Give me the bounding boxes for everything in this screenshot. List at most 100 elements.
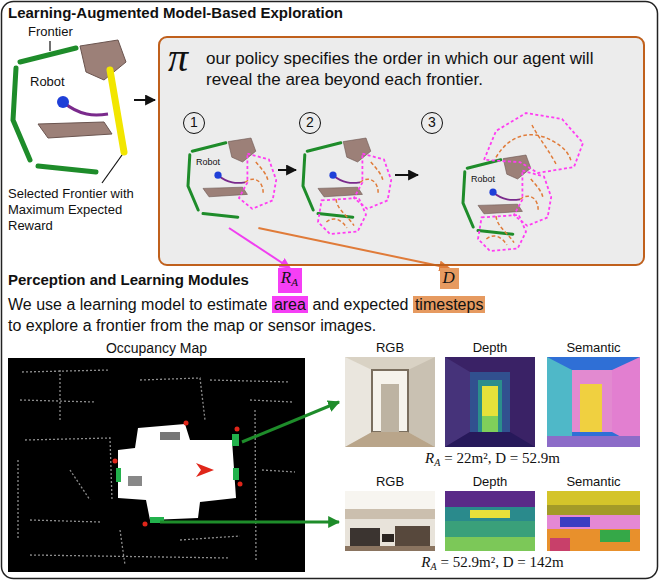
policy-box: πour policy specifies the order in which… [158,36,645,266]
leader-line [102,155,122,183]
frontier-dot [238,482,243,487]
depth-band [445,521,535,537]
robot-label: Robot [471,174,495,184]
area-arrow [229,228,290,268]
depth-band [470,372,510,432]
depth-band [445,507,535,521]
variable-symbol: R [421,554,430,571]
sofa [350,528,380,546]
step-number: 2 [299,112,321,134]
body-text: to explore a frontier from the map or se… [8,315,653,336]
image-ground [345,357,435,447]
panel-title: Occupancy Map [8,340,305,356]
frontier-dot [184,421,189,426]
step-panel: 3 [418,112,640,262]
revealed-region [484,113,583,173]
revealed-region [478,215,526,251]
image-title: Semantic [547,340,640,355]
sofa [395,526,430,548]
semantic-region [547,515,640,529]
robot-marker [196,463,214,477]
semantic-region [572,370,612,432]
wall [345,509,435,519]
wall [345,357,372,447]
selected-frontier [110,70,124,152]
depth-band [482,416,498,432]
estimate-value: = 52.9m², D = 142m [441,554,564,571]
semantic-image [547,491,640,551]
step-panel: 1 [180,112,278,228]
semantic-region [547,491,640,505]
semantic-region [547,436,640,447]
image-ground [547,357,640,447]
depth-band [478,380,502,432]
estimate-caption: RA = 52.9m², D = 142m [345,554,640,571]
semantic-region [547,529,640,551]
frontier-map [303,138,371,217]
sequence-arrow [395,174,418,176]
map-ground [8,358,305,572]
step-panel: 2 [296,112,395,238]
revealed-region [239,154,276,209]
image-title: RGB [345,340,435,355]
timestep-arrow [258,228,449,268]
revealed-region [318,198,366,234]
frontier-dot [143,522,148,527]
variable-subscript: A [291,276,298,288]
depth-band [482,386,498,416]
map-walls [18,370,295,565]
variable-symbol: D [443,268,455,287]
rgb-image [345,491,435,551]
image-ground [345,491,435,551]
timestep-estimate-box: D [440,268,459,289]
leader-line [49,41,50,51]
depth-band [445,357,470,447]
window-band [345,491,435,509]
sentence-line: We use a learning model to estimateareaa… [8,294,653,336]
semantic-region [550,538,570,551]
frontier-map [463,155,531,234]
image-title: Depth [445,474,535,489]
frontier-dot [113,459,118,464]
highlighted-word: area [272,296,308,313]
semantic-region [612,357,640,447]
step-map [303,138,391,234]
frontier-arrow [160,521,339,524]
image-title: Depth [445,340,535,355]
body-text: and expected [312,296,408,313]
frontier-mark [232,434,239,446]
wall [408,357,435,447]
step-map [188,138,276,217]
step-number: 3 [421,112,443,134]
depth-image [445,491,535,551]
image-ground [445,357,535,447]
door-frame [372,370,408,432]
flow-arrow [134,99,155,101]
image-title: Semantic [547,474,640,489]
step-number: 1 [183,112,205,134]
robot-label: Robot [30,74,65,89]
semantic-region [600,530,630,542]
doorway [381,384,399,432]
frontier-mark [116,468,121,482]
callout-label: Selected Frontier with Maximum Expected … [8,186,140,234]
semantic-region [580,384,602,432]
area-estimate-box: RA [278,268,302,293]
floor [345,432,435,447]
rgb-image [345,357,435,447]
variable-symbol: R [425,450,434,467]
policy-symbol: π [168,36,188,80]
highlighted-word: timesteps [413,296,485,313]
variable-subscript: A [430,561,436,572]
estimate-value: = 22m², D = 52.9m [444,450,560,467]
callout-label: Frontier [28,24,73,39]
semantic-region [560,517,590,527]
semantic-region [547,505,640,515]
estimate-caption: RA= 22m², D = 52.9m [345,450,640,467]
depth-band [470,510,510,518]
semantic-image [547,357,640,447]
image-ground [445,491,535,551]
occupancy-map [8,358,305,572]
frontier-map [13,40,126,172]
